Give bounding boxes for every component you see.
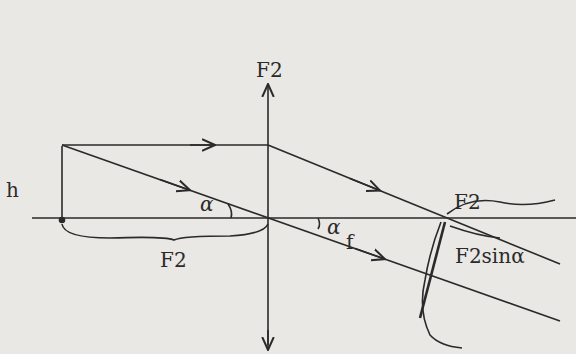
dimension-label: h (6, 180, 19, 200)
ray-arrow (350, 178, 380, 190)
focus-label: F2 (454, 192, 481, 212)
dimension-label: F2 (160, 250, 187, 270)
object (61, 146, 63, 218)
perpendicular (420, 222, 445, 318)
angle-arc (318, 218, 320, 229)
lens-arrow (267, 330, 269, 350)
parallel-ray (62, 144, 268, 146)
central-ray (62, 145, 560, 321)
ray-arrow (355, 249, 385, 260)
lens-line (267, 84, 269, 345)
axis-label: F2 (256, 60, 283, 80)
angle-label: α (200, 194, 214, 214)
bracket (62, 224, 268, 240)
curl (450, 226, 500, 238)
angle-label: α (327, 217, 341, 237)
ray-arrow (160, 180, 190, 191)
optical-axis (32, 217, 576, 219)
dimension-label: f (346, 232, 353, 252)
dimension-label: F2sinα (455, 246, 525, 266)
ray-arrow (190, 144, 215, 146)
angle-arc (228, 204, 232, 218)
curl (422, 222, 462, 348)
object-dot (60, 218, 65, 223)
